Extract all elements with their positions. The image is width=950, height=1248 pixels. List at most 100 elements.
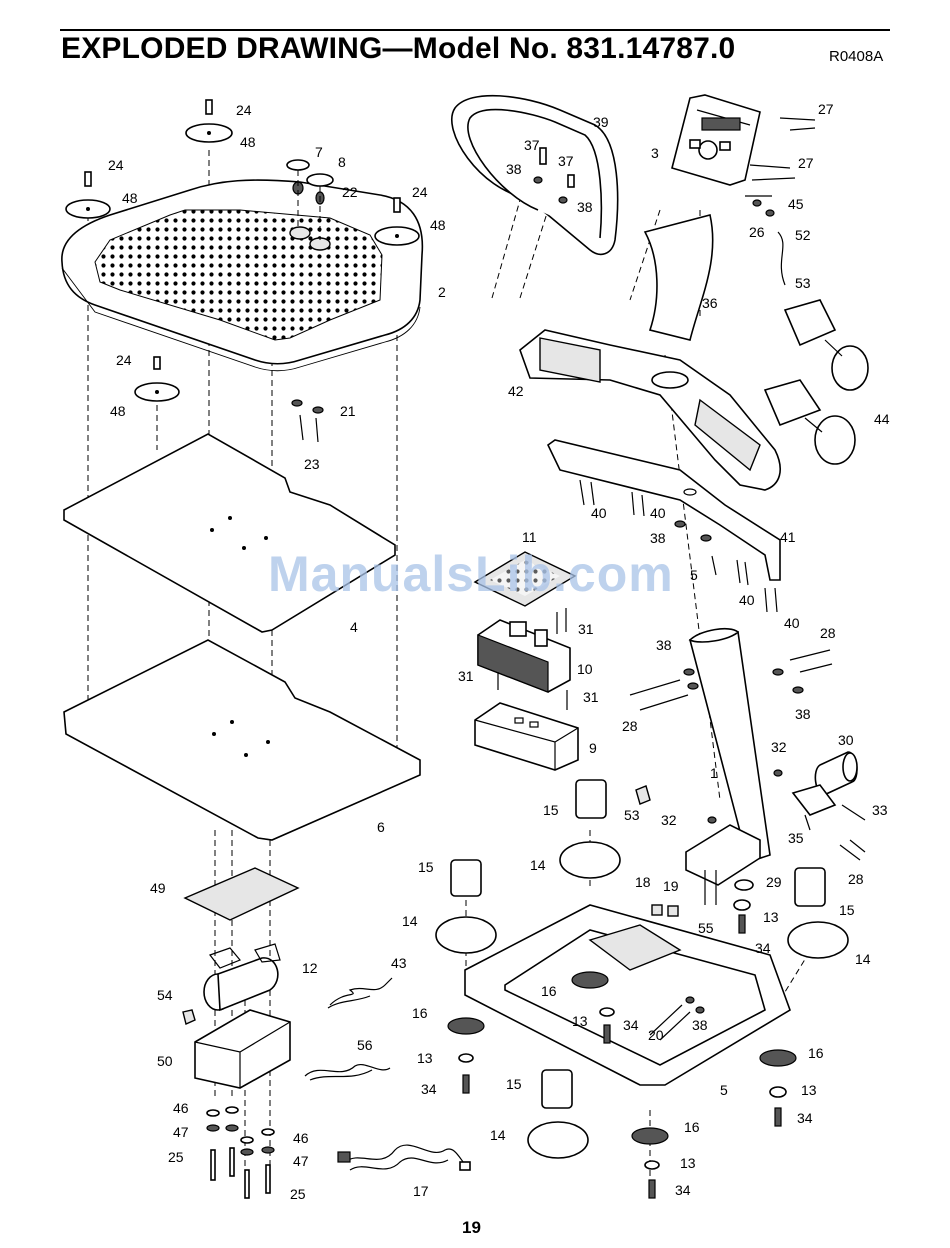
callout-31: 31	[578, 621, 594, 637]
callout-14: 14	[402, 913, 418, 929]
callout-32: 32	[661, 812, 677, 828]
wire-52	[777, 231, 786, 286]
callout-26: 26	[749, 224, 765, 240]
callout-13: 13	[763, 909, 779, 925]
callout-15: 15	[418, 859, 434, 875]
callout-25: 25	[168, 1149, 184, 1165]
callout-40: 40	[739, 592, 755, 608]
power-cord-17	[337, 1144, 471, 1171]
callout-15: 15	[506, 1076, 522, 1092]
callout-52: 52	[795, 227, 811, 243]
screws-20-38	[649, 996, 705, 1041]
callout-4: 4	[350, 619, 358, 635]
washers-and-bolts-left	[206, 1106, 275, 1199]
knob-assembly	[286, 159, 334, 251]
console-3	[671, 94, 761, 186]
callout-2: 2	[438, 284, 446, 300]
callout-36: 36	[702, 295, 718, 311]
callout-13: 13	[572, 1013, 588, 1029]
callout-3: 3	[651, 145, 659, 161]
callout-29: 29	[766, 874, 782, 890]
watermark: ManualsLib.com	[268, 546, 674, 602]
screws-37-38	[533, 147, 575, 204]
screw-33	[841, 804, 866, 821]
callout-47: 47	[293, 1153, 309, 1169]
callout-46: 46	[173, 1100, 189, 1116]
callout-15: 15	[543, 802, 559, 818]
clip-53	[635, 785, 651, 805]
callout-33: 33	[872, 802, 888, 818]
callout-14: 14	[855, 951, 871, 967]
callout-10: 10	[577, 661, 593, 677]
callout-48: 48	[122, 190, 138, 206]
washer-48-left	[65, 171, 111, 219]
callout-48: 48	[110, 403, 126, 419]
callout-11: 11	[522, 529, 537, 545]
upright-cover-36	[643, 214, 714, 341]
foot-assembly-rear	[559, 779, 621, 1044]
callout-53: 53	[795, 275, 811, 291]
callout-8: 8	[338, 154, 346, 170]
callout-13: 13	[417, 1050, 433, 1066]
callout-38: 38	[650, 530, 666, 546]
callout-22: 22	[342, 184, 358, 200]
callout-20: 20	[648, 1027, 664, 1043]
callout-12: 12	[302, 960, 318, 976]
callout-32: 32	[771, 739, 787, 755]
callout-45: 45	[788, 196, 804, 212]
callout-16: 16	[541, 983, 557, 999]
cord-56	[304, 1064, 391, 1081]
callout-6: 6	[377, 819, 385, 835]
callout-23: 23	[304, 456, 320, 472]
callout-labels: 24 48 24 48 7 8 22 24 48 2 24 48 21 23 4…	[108, 101, 890, 1202]
callout-50: 50	[157, 1053, 173, 1069]
base-frame-5	[464, 904, 791, 1086]
foot-assembly-right	[759, 867, 849, 1127]
callout-56: 56	[357, 1037, 373, 1053]
callout-17: 17	[413, 1183, 429, 1199]
callout-24: 24	[412, 184, 428, 200]
callout-39: 39	[593, 114, 609, 130]
callout-30: 30	[838, 732, 854, 748]
dumbbells-44	[763, 299, 869, 465]
nut-54	[182, 1009, 196, 1025]
upright-post-1	[688, 628, 771, 864]
callout-48: 48	[240, 134, 256, 150]
callout-28: 28	[848, 871, 864, 887]
pad-49	[183, 867, 300, 921]
callout-38: 38	[795, 706, 811, 722]
callout-42: 42	[508, 383, 524, 399]
callout-31: 31	[583, 689, 599, 705]
handlebar-39	[451, 94, 619, 256]
callout-47: 47	[173, 1124, 189, 1140]
spacers-29-13	[733, 879, 754, 934]
callout-34: 34	[755, 940, 771, 956]
callout-34: 34	[421, 1081, 437, 1097]
bolts-55	[704, 870, 717, 905]
motor-bracket-50	[194, 1009, 291, 1089]
page-number: 19	[462, 1218, 481, 1237]
callout-54: 54	[157, 987, 173, 1003]
callout-13: 13	[680, 1155, 696, 1171]
bracket-35	[791, 784, 837, 831]
callout-18: 18	[635, 874, 651, 890]
callout-27: 27	[798, 155, 814, 171]
callout-38: 38	[506, 161, 522, 177]
callout-38: 38	[577, 199, 593, 215]
callout-35: 35	[788, 830, 804, 846]
foot-assembly-front	[527, 1069, 669, 1199]
callout-9: 9	[589, 740, 597, 756]
callout-13: 13	[801, 1082, 817, 1098]
washer-48-lower	[134, 356, 180, 402]
callout-16: 16	[808, 1045, 824, 1061]
circuit-board-11	[473, 551, 577, 607]
callout-49: 49	[150, 880, 166, 896]
callout-24: 24	[108, 157, 124, 173]
callout-34: 34	[797, 1110, 813, 1126]
callout-37: 37	[524, 137, 540, 153]
callout-34: 34	[675, 1182, 691, 1198]
middle-plate	[63, 433, 396, 633]
page-title: EXPLODED DRAWING—Model No. 831.14787.0	[61, 32, 736, 65]
roller-30	[814, 751, 858, 796]
